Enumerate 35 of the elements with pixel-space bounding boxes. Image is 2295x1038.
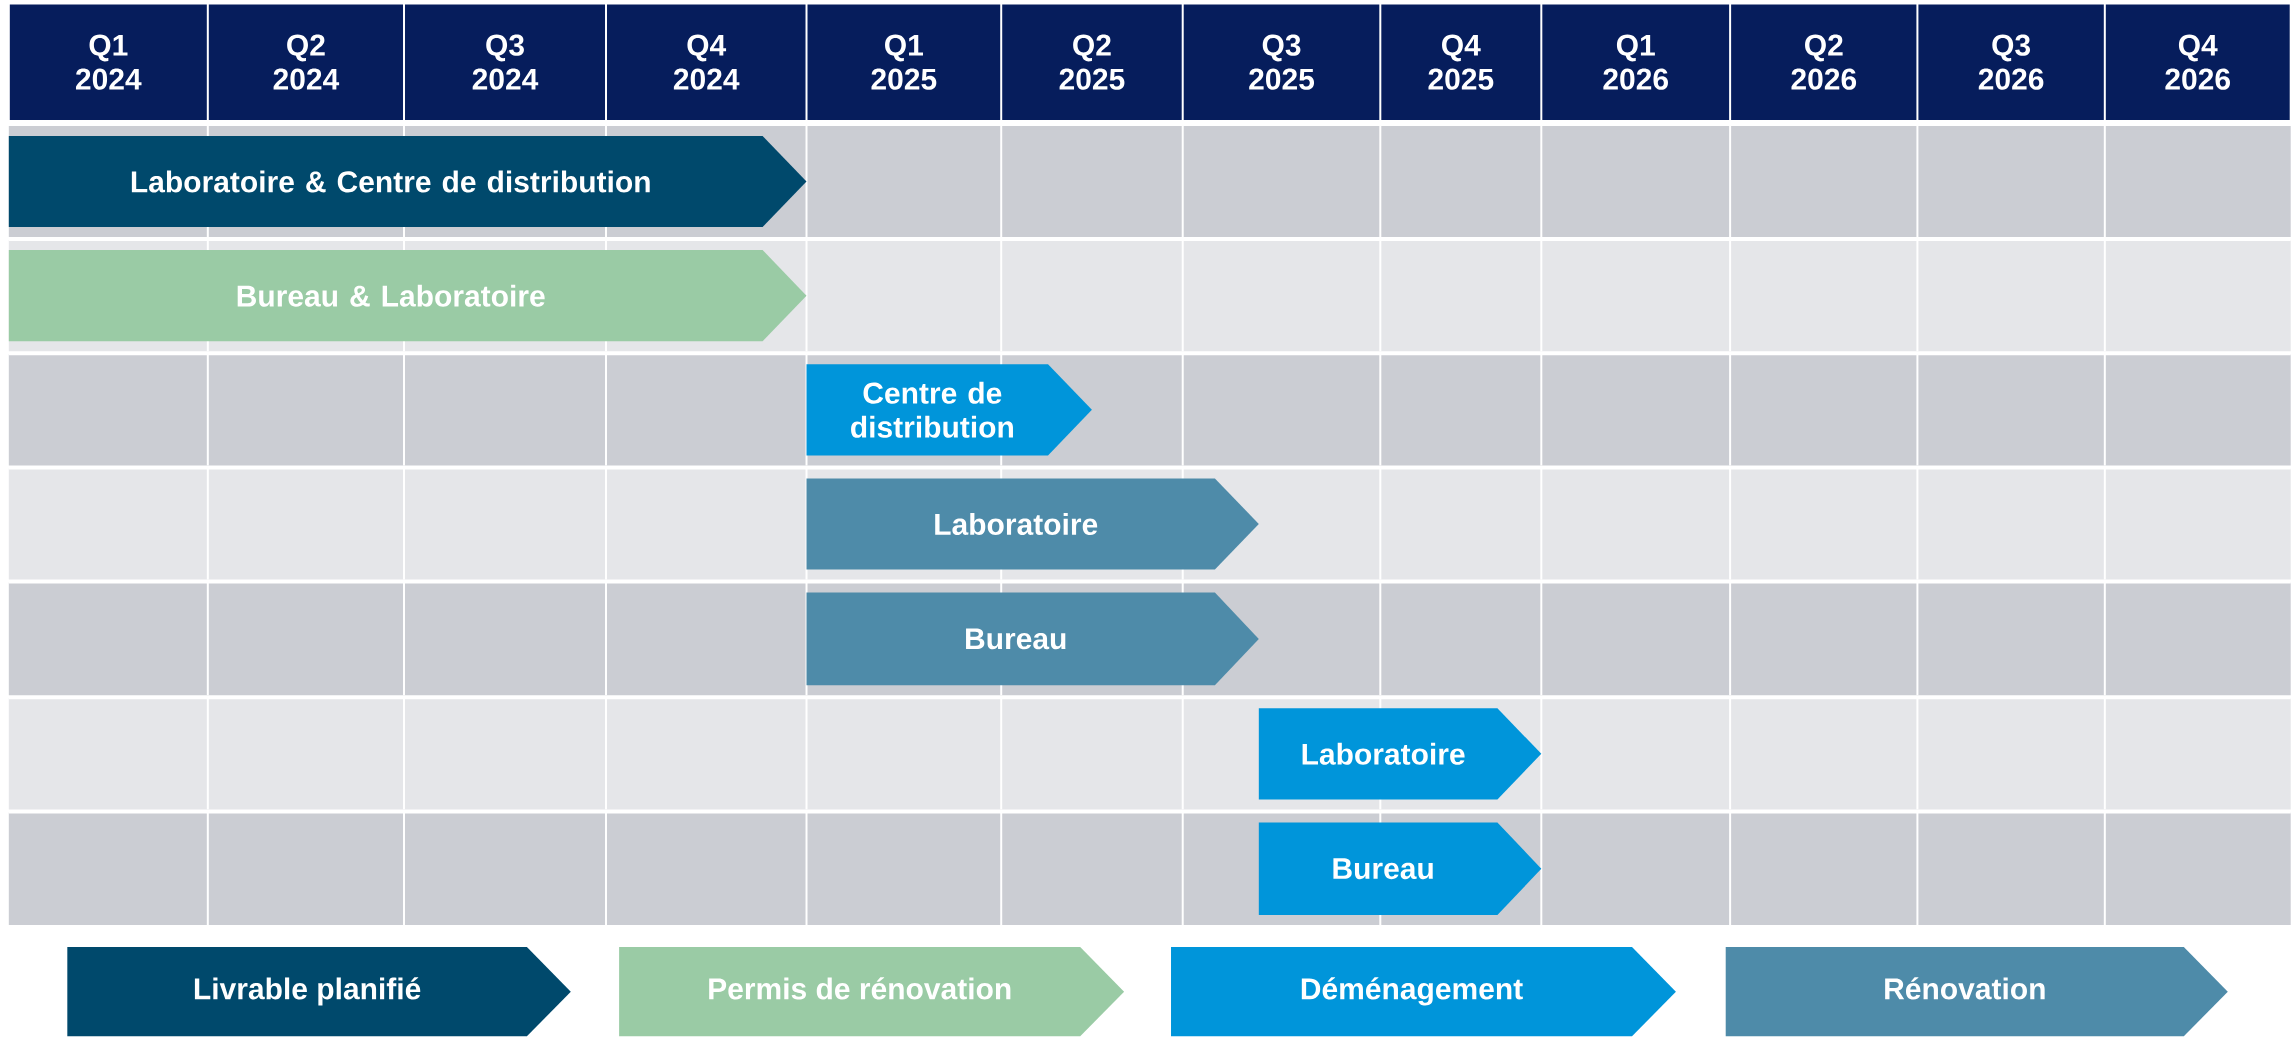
node-label: Q2 2025 [1059, 34, 1125, 90]
legend-item: Déménagement [1171, 947, 1676, 1037]
node-label: Q1 2025 [871, 34, 937, 90]
timeline-bar: Bureau [1258, 822, 1542, 916]
timeline-bar: Laboratoire & Centre de distribution [8, 135, 807, 228]
quarter-header: Q1 2025 [807, 4, 1001, 120]
node-label: Q1 2026 [1603, 34, 1668, 90]
quarter-header: Q2 2024 [208, 4, 403, 120]
node-label: Q4 2026 [2165, 34, 2230, 90]
quarter-header: Q2 2026 [1731, 4, 1917, 120]
node-label: Q2 2026 [1791, 34, 1857, 90]
timeline-bar: Bureau & Laboratoire [8, 250, 807, 342]
node-label: Q3 2025 [1249, 34, 1315, 90]
quarter-header: Q4 2026 [2105, 4, 2290, 120]
quarter-header: Q4 2024 [607, 4, 806, 120]
node-label: Q4 2024 [673, 34, 740, 90]
legend-item: Rénovation [1725, 947, 2228, 1037]
quarter-header: Q1 2024 [9, 4, 207, 120]
quarter-header: Q3 2025 [1183, 4, 1380, 120]
legend-item: Permis de rénovation [619, 947, 1125, 1037]
quarter-header: Q3 2024 [405, 4, 605, 120]
node-label: Q1 2024 [75, 34, 142, 90]
node-label: Q3 2026 [1978, 34, 2044, 90]
node-label: Q2 2024 [273, 34, 340, 90]
timeline-bar: Laboratoire [806, 478, 1259, 570]
node-label: Q4 2025 [1428, 34, 1494, 90]
quarter-header: Q4 2025 [1381, 4, 1541, 120]
quarter-header: Q1 2026 [1542, 4, 1730, 120]
node-label: Q3 2024 [472, 34, 539, 90]
quarter-header: Q2 2025 [1002, 4, 1182, 120]
timeline-bar: Bureau [806, 592, 1259, 686]
timeline-bar: Centre de distribution [806, 364, 1092, 456]
timeline-bar: Laboratoire [1258, 708, 1542, 800]
legend-item: Livrable planifié [67, 947, 571, 1037]
quarter-header: Q3 2026 [1918, 4, 2104, 120]
